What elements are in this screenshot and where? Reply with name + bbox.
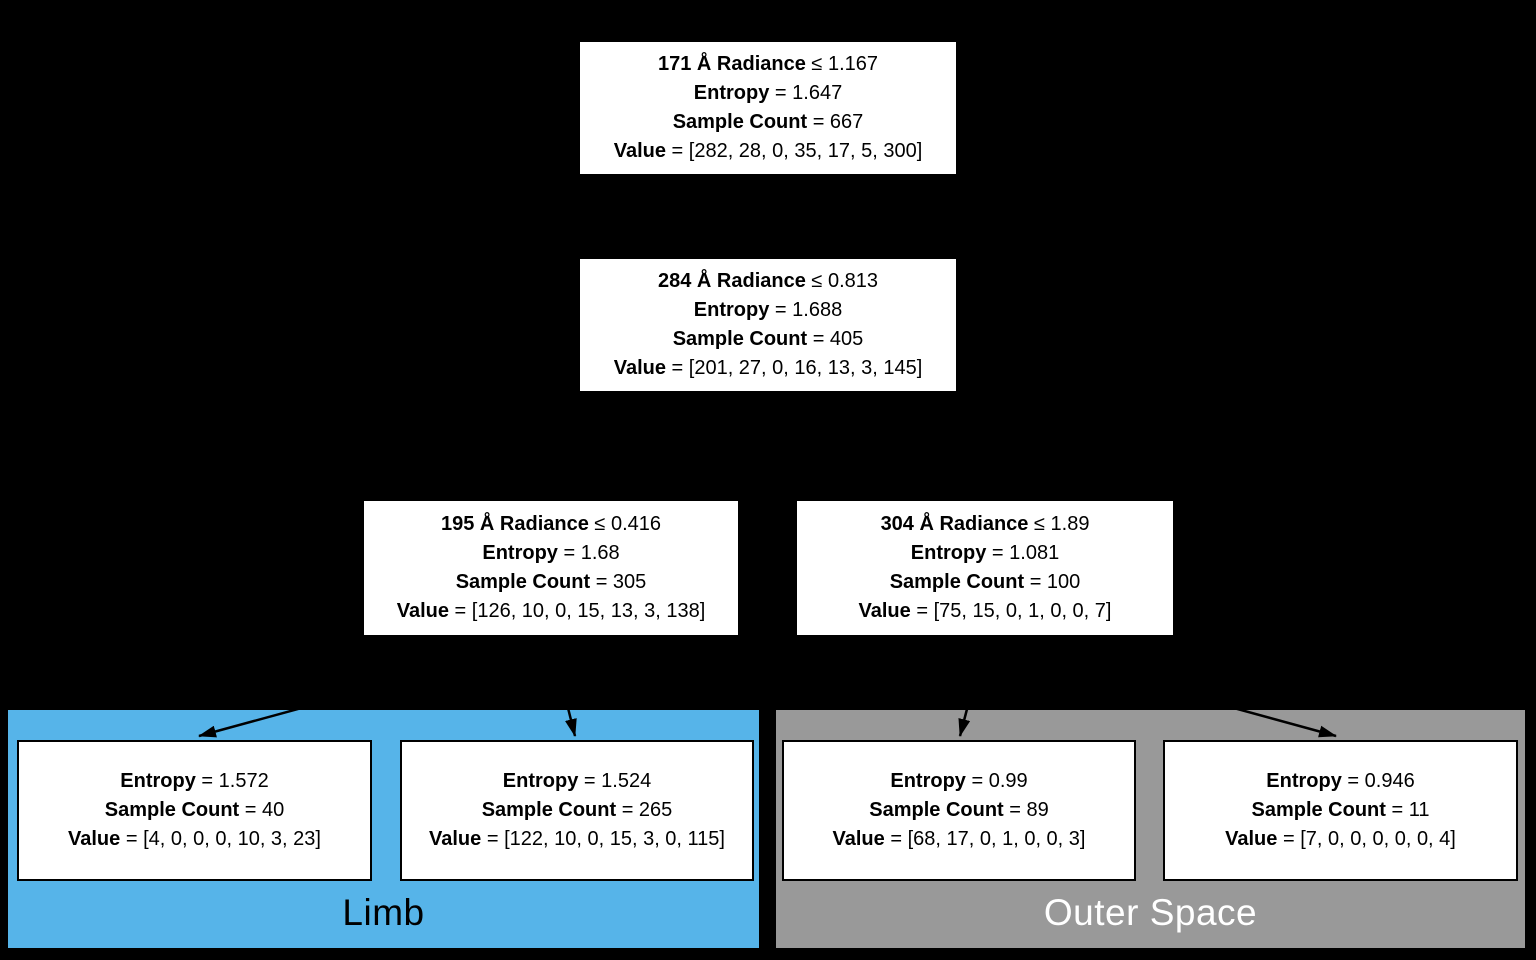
decision-node-284: 284 Å Radiance ≤ 0.813 Entropy = 1.688 S… — [578, 257, 958, 393]
entropy-text: Entropy = 1.081 — [910, 542, 1060, 564]
value-text: Value = [201, 27, 0, 16, 13, 3, 145] — [613, 357, 923, 379]
decision-node-195: 195 Å Radiance ≤ 0.416 Entropy = 1.68 Sa… — [362, 499, 740, 637]
region-limb-label: Limb — [342, 892, 425, 933]
entropy-text: Entropy = 1.688 — [693, 299, 843, 321]
value-text: Value = [282, 28, 0, 35, 17, 5, 300] — [613, 140, 923, 162]
sample-count-text: Sample Count = 305 — [455, 571, 647, 593]
entropy-text: Entropy = 1.572 — [120, 770, 269, 792]
sample-count-text: Sample Count = 40 — [104, 799, 285, 821]
split-condition-text: 171 Å Radiance ≤ 1.167 — [658, 53, 878, 75]
entropy-text: Entropy = 0.99 — [890, 770, 1028, 792]
sample-count-text: Sample Count = 89 — [869, 799, 1049, 821]
value-text: Value = [7, 0, 0, 0, 0, 0, 4] — [1225, 828, 1456, 850]
leaf-node-limb-2: Entropy = 1.524 Sample Count = 265 Value… — [400, 740, 754, 881]
sample-count-text: Sample Count = 100 — [889, 571, 1081, 593]
decision-node-root: 171 Å Radiance ≤ 1.167 Entropy = 1.647 S… — [578, 40, 958, 176]
decision-node-304: 304 Å Radiance ≤ 1.89 Entropy = 1.081 Sa… — [795, 499, 1175, 637]
split-condition-text: 284 Å Radiance ≤ 0.813 — [658, 270, 878, 292]
edge-node284-to-node195 — [554, 393, 769, 496]
leaf-node-outer-space-2: Entropy = 0.946 Sample Count = 11 Value … — [1163, 740, 1518, 881]
region-outer-space-label: Outer Space — [1043, 892, 1258, 933]
leaf-node-limb-1: Entropy = 1.572 Sample Count = 40 Value … — [17, 740, 372, 881]
sample-count-text: Sample Count = 667 — [672, 111, 864, 133]
entropy-text: Entropy = 1.524 — [502, 770, 652, 792]
entropy-text: Entropy = 1.68 — [482, 542, 620, 564]
entropy-text: Entropy = 1.647 — [693, 82, 843, 104]
sample-count-text: Sample Count = 11 — [1251, 799, 1430, 821]
value-text: Value = [4, 0, 0, 0, 10, 3, 23] — [68, 828, 321, 850]
split-condition-text: 304 Å Radiance ≤ 1.89 — [880, 513, 1090, 535]
value-text: Value = [122, 10, 0, 15, 3, 0, 115] — [429, 828, 725, 850]
value-text: Value = [75, 15, 0, 1, 0, 0, 7] — [858, 600, 1112, 622]
value-text: Value = [126, 10, 0, 15, 13, 3, 138] — [396, 600, 706, 622]
edge-node284-to-node304 — [767, 393, 982, 496]
entropy-text: Entropy = 0.946 — [1266, 770, 1415, 792]
sample-count-text: Sample Count = 265 — [481, 799, 673, 821]
split-condition-text: 195 Å Radiance ≤ 0.416 — [441, 513, 661, 535]
leaf-node-outer-space-1: Entropy = 0.99 Sample Count = 89 Value =… — [782, 740, 1136, 881]
sample-count-text: Sample Count = 405 — [672, 328, 864, 350]
value-text: Value = [68, 17, 0, 1, 0, 0, 3] — [832, 828, 1086, 850]
